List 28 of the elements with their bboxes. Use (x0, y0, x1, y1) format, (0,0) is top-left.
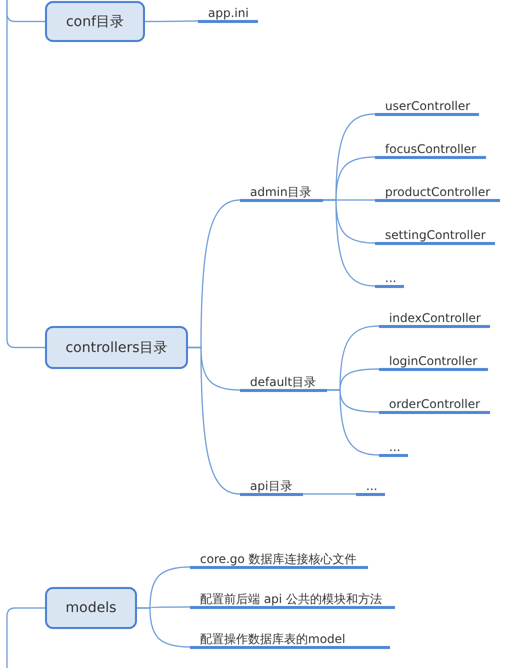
topic-box: models (45, 587, 137, 629)
topic-label: default目录 (240, 370, 327, 392)
topic-label: indexController (379, 306, 490, 328)
topic-label: userController (375, 94, 479, 116)
branch-line (145, 20, 198, 22)
topic-label: app.ini (198, 4, 258, 22)
topic-label: ... (356, 474, 385, 496)
topic-label: settingController (375, 222, 495, 244)
topic-label: productController (375, 180, 500, 202)
topic-label: 配置操作数据库表的model (190, 626, 390, 648)
topic-label: ... (375, 266, 404, 288)
topic-label: ... (379, 434, 408, 456)
trunk-line (6, 607, 45, 668)
topic-label: loginController (379, 348, 488, 370)
branch-line (188, 346, 240, 495)
topic-box: conf目录 (45, 1, 145, 42)
topic-label: api目录 (240, 474, 303, 496)
topic-label: core.go 数据库连接核心文件 (190, 546, 368, 568)
trunk-line (6, 0, 45, 348)
branch-line (323, 199, 376, 287)
topic-label: orderController (379, 392, 490, 414)
topic-label: 配置前后端 api 公共的模块和方法 (190, 586, 395, 608)
branch-line (327, 389, 380, 456)
topic-box: controllers目录 (45, 326, 188, 369)
topic-label: focusController (375, 136, 486, 158)
branch-line (303, 493, 356, 495)
branch-line (137, 607, 190, 648)
topic-label: admin目录 (240, 180, 323, 202)
